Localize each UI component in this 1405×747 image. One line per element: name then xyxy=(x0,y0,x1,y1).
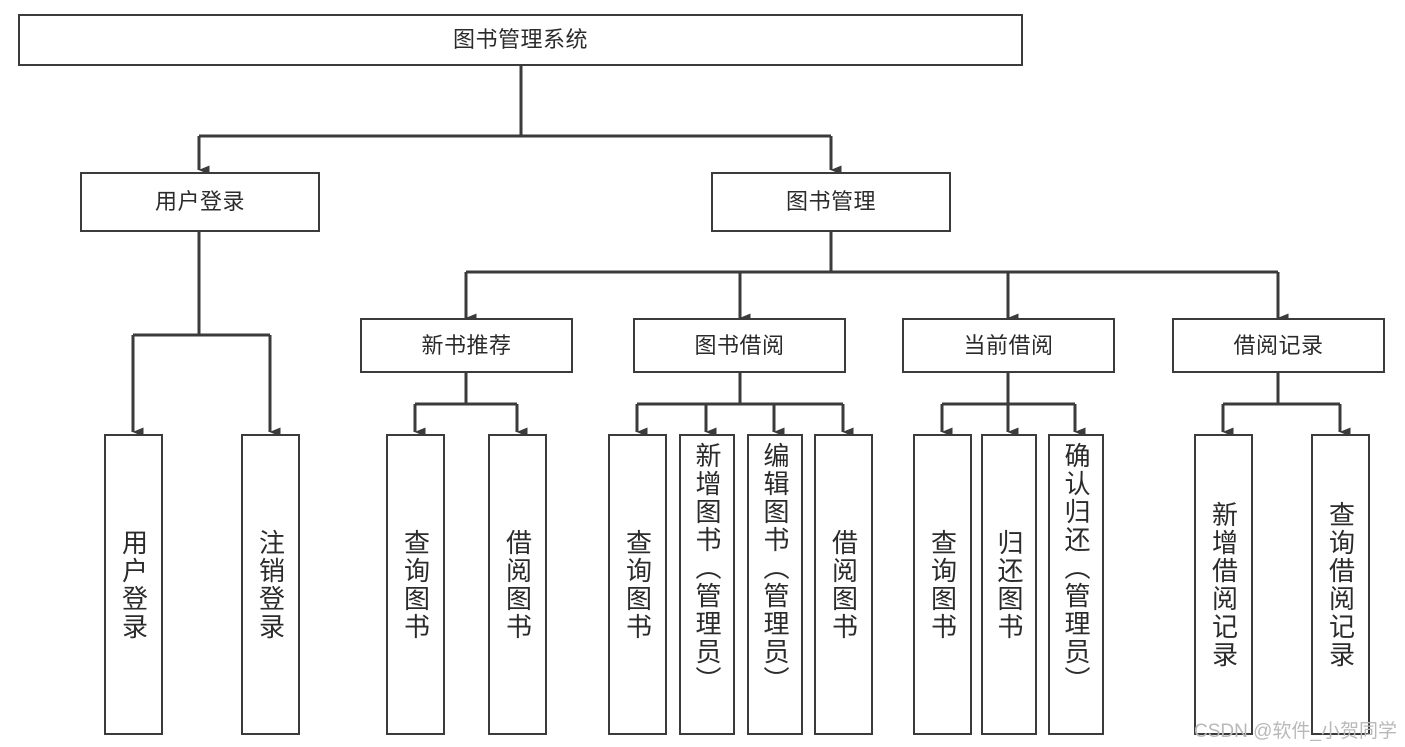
leaf-user-login-login[interactable]: 用户登录 xyxy=(104,434,163,735)
leaf-user-login-logout[interactable]: 注销登录 xyxy=(241,434,300,735)
node-new-book-recommend[interactable]: 新书推荐 xyxy=(360,318,573,373)
node-user-login-label: 用户登录 xyxy=(154,189,245,215)
node-book-borrow[interactable]: 图书借阅 xyxy=(633,318,846,373)
node-borrow-record-label: 借阅记录 xyxy=(1233,332,1324,358)
leaf-book-borrow-query[interactable]: 查询图书 xyxy=(608,434,667,735)
leaf-borrow-record-add[interactable]: 新增借阅记录 xyxy=(1194,434,1253,735)
node-user-login[interactable]: 用户登录 xyxy=(80,172,320,232)
leaf-book-borrow-add[interactable]: 新增图书（管理员） xyxy=(679,434,735,735)
node-root-label: 图书管理系统 xyxy=(452,27,588,53)
leaf-borrow-record-query-label: 查询借阅记录 xyxy=(1325,500,1356,669)
node-current-borrow-label: 当前借阅 xyxy=(963,332,1054,358)
leaf-user-login-logout-label: 注销登录 xyxy=(255,528,286,641)
leaf-new-book-query-label: 查询图书 xyxy=(400,528,431,641)
leaf-borrow-record-query[interactable]: 查询借阅记录 xyxy=(1311,434,1370,735)
watermark-text: CSDN @软件_小贺同学 xyxy=(1194,721,1397,742)
node-book-management[interactable]: 图书管理 xyxy=(711,172,951,232)
leaf-new-book-query[interactable]: 查询图书 xyxy=(386,434,445,735)
leaf-current-borrow-confirm-label: 确认归还（管理员） xyxy=(1061,442,1091,694)
leaf-book-borrow-borrow-label: 借阅图书 xyxy=(828,528,859,641)
leaf-current-borrow-confirm[interactable]: 确认归还（管理员） xyxy=(1048,434,1104,735)
leaf-current-borrow-query[interactable]: 查询图书 xyxy=(913,434,972,735)
leaf-book-borrow-borrow[interactable]: 借阅图书 xyxy=(814,434,873,735)
leaf-new-book-borrow[interactable]: 借阅图书 xyxy=(488,434,547,735)
leaf-current-borrow-return-label: 归还图书 xyxy=(994,528,1024,641)
node-book-borrow-label: 图书借阅 xyxy=(694,332,785,358)
leaf-current-borrow-return[interactable]: 归还图书 xyxy=(981,434,1037,735)
node-new-book-recommend-label: 新书推荐 xyxy=(421,332,512,358)
leaf-book-borrow-edit[interactable]: 编辑图书（管理员） xyxy=(747,434,803,735)
leaf-book-borrow-edit-label: 编辑图书（管理员） xyxy=(760,442,790,694)
leaf-new-book-borrow-label: 借阅图书 xyxy=(502,528,533,641)
leaf-borrow-record-add-label: 新增借阅记录 xyxy=(1208,500,1239,669)
node-root[interactable]: 图书管理系统 xyxy=(18,14,1023,66)
node-borrow-record[interactable]: 借阅记录 xyxy=(1172,318,1385,373)
leaf-book-borrow-add-label: 新增图书（管理员） xyxy=(692,442,722,694)
node-book-management-label: 图书管理 xyxy=(785,189,876,215)
leaf-book-borrow-query-label: 查询图书 xyxy=(622,528,653,641)
leaf-user-login-login-label: 用户登录 xyxy=(118,528,149,641)
leaf-current-borrow-query-label: 查询图书 xyxy=(927,528,958,641)
node-current-borrow[interactable]: 当前借阅 xyxy=(902,318,1115,373)
